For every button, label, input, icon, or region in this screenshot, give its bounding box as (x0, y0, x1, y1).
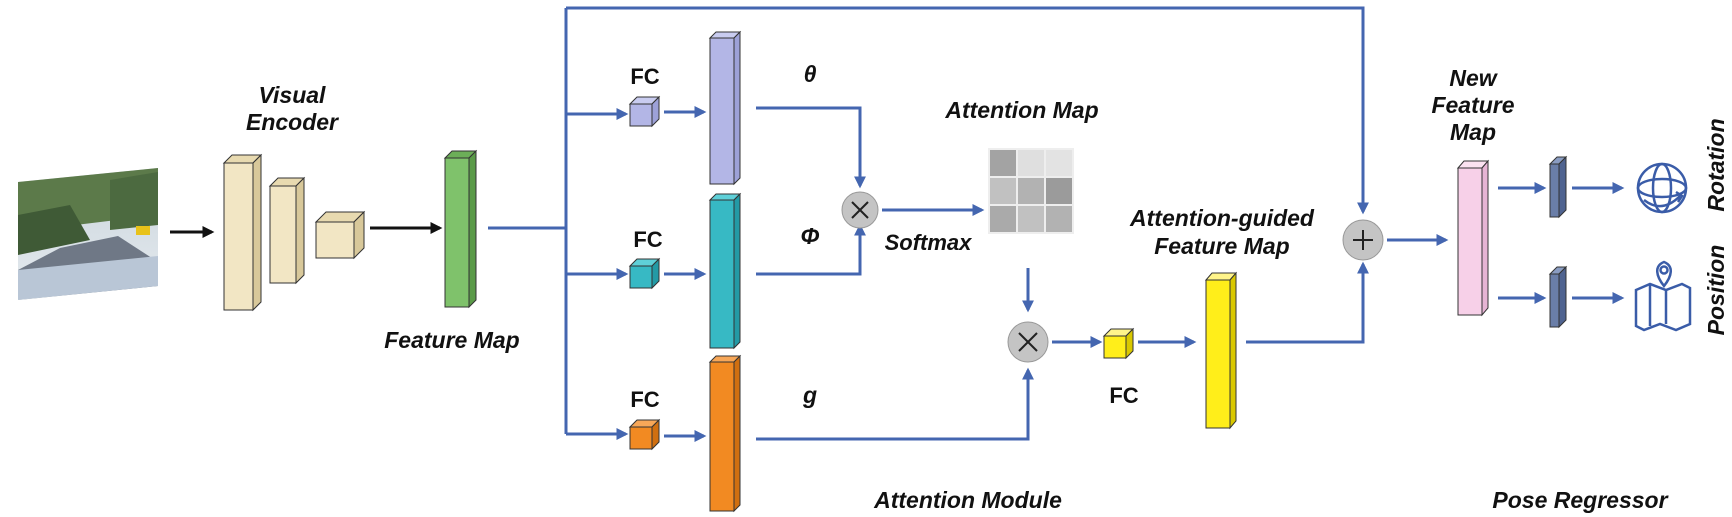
attention-grid-cell (1018, 206, 1044, 232)
encoder-block-2 (268, 176, 306, 285)
rotation-regressor-block (1548, 155, 1568, 219)
feature-map-label: Feature Map (384, 327, 519, 353)
new-feature-map-bar (1456, 159, 1490, 317)
attention-grid-cell (1018, 150, 1044, 176)
theta-to-multiply-arrow (756, 106, 866, 189)
feature-map-block (443, 149, 478, 309)
attention-grid-cell (1018, 178, 1044, 204)
fc-top-cube (628, 95, 661, 128)
rotation-label: Rotation (1703, 118, 1729, 211)
visual-encoder-label-1: Visual (259, 82, 327, 108)
attention-grid-cell (990, 206, 1016, 232)
new-feature-label-3: Map (1450, 119, 1496, 145)
map-pin-icon (1634, 260, 1692, 332)
rotation-icon (1636, 162, 1688, 214)
attention-grid-cell (1046, 178, 1072, 204)
skip-connection-line (566, 6, 1369, 215)
attention-map-grid (988, 148, 1074, 234)
fc-bot-label: FC (630, 387, 659, 412)
g-label: g (802, 382, 817, 408)
g-to-multiply-arrow (756, 367, 1034, 441)
attention-module-title: Attention Module (873, 487, 1062, 513)
phi-bar (708, 192, 742, 350)
fc-mid-cube (628, 257, 661, 290)
attention-grid-cell (990, 178, 1016, 204)
attention-grid-cell (990, 150, 1016, 176)
attention-guided-label-2: Feature Map (1154, 233, 1289, 259)
softmax-label: Softmax (885, 230, 973, 255)
attention-guided-label-1: Attention-guided (1129, 205, 1315, 231)
fc-right-label: FC (1109, 383, 1138, 408)
theta-bar (708, 30, 742, 186)
new-feature-label-2: Feature (1431, 92, 1514, 118)
attention-map-label: Attention Map (944, 97, 1098, 123)
fc-top-label: FC (630, 64, 659, 89)
multiply-operator-1 (841, 191, 879, 229)
multiply-operator-2 (1007, 321, 1049, 363)
encoder-block-1 (222, 153, 263, 312)
phi-to-multiply-arrow (756, 223, 866, 276)
add-operator (1342, 219, 1384, 261)
encoder-block-3 (314, 210, 366, 260)
fc-mid-label: FC (633, 227, 662, 252)
pose-regressor-title: Pose Regressor (1492, 487, 1668, 513)
fc-right-cube (1102, 327, 1135, 360)
attention-grid-cell (1046, 206, 1072, 232)
attention-grid-cell (1046, 150, 1072, 176)
position-label: Position (1703, 245, 1729, 336)
new-feature-label-1: New (1449, 65, 1498, 91)
position-regressor-block (1548, 265, 1568, 329)
phi-label: Φ (801, 223, 820, 249)
input-image (14, 168, 162, 340)
visual-encoder-label-2: Encoder (246, 109, 339, 135)
g-bar (708, 354, 742, 513)
theta-label: θ (804, 61, 817, 87)
attention-guided-bar (1204, 271, 1238, 430)
guided-to-add-arrow (1246, 261, 1369, 344)
fc-bot-cube (628, 418, 661, 451)
